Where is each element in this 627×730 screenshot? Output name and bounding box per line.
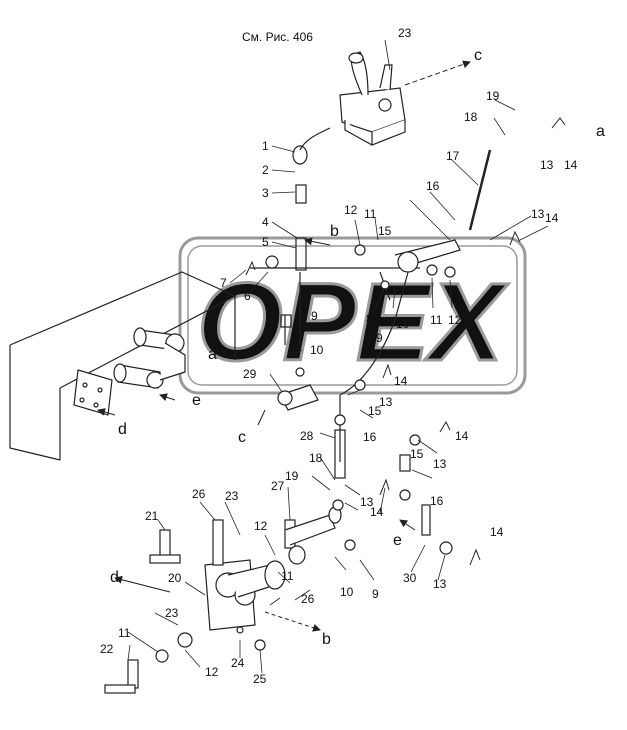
part-label: 23 [165,606,179,620]
part-label: 12 [205,665,219,679]
linkage-rods [280,127,492,479]
part-label: 10 [310,343,324,357]
connection-label: e [393,532,402,549]
part-label: 13 [379,395,393,409]
part-label: 1 [262,139,269,153]
leader-lines [127,39,549,674]
part-label: 14 [455,429,469,443]
part-label: 13 [433,457,447,471]
part-label: 25 [253,672,267,686]
part-label: 14 [545,211,559,225]
part-label: 17 [446,149,460,163]
part-label: 11 [430,313,443,327]
connection-label: e [192,392,201,409]
part-label: 12 [448,313,462,327]
part-label: 6 [244,289,251,303]
part-label: 13 [531,207,545,221]
part-label: 27 [271,479,285,493]
connection-labels: a a b b c c d d e e [110,47,605,648]
part-label: 15 [410,447,424,461]
part-label: 13 [360,495,374,509]
part-label: 18 [464,110,478,124]
part-number-labels: 1234567899910101011111111121212121313131… [100,26,578,686]
part-label: 21 [145,509,159,523]
part-label: 16 [430,494,444,508]
part-label: 10 [340,585,354,599]
part-label: 28 [300,429,314,443]
watermark-text: OPEX [197,261,508,384]
cotter-pins [245,117,566,566]
part-label: 18 [309,451,323,465]
part-label: 23 [398,26,412,40]
part-label: 14 [490,525,504,539]
connection-label: c [238,429,246,446]
part-label: 30 [403,571,417,585]
part-label: 14 [394,374,408,388]
connection-label: d [110,569,119,586]
connection-label: a [596,123,605,140]
cross-shaft [250,239,461,301]
part-label: 4 [262,215,269,229]
part-label: 15 [368,404,382,418]
part-label: 22 [100,642,114,656]
part-label: 11 [364,207,377,221]
connection-label: d [118,421,127,438]
part-label: 14 [370,505,384,519]
part-label: 16 [426,179,440,193]
control-lever [339,51,406,146]
part-label: 26 [192,487,206,501]
part-label: 26 [301,592,315,606]
part-label: 29 [243,367,257,381]
part-label: 24 [231,656,245,670]
connection-label: a [208,346,217,363]
part-label: 16 [363,430,377,444]
part-label: 2 [262,163,269,177]
part-label: 14 [564,158,578,172]
part-label: 8 [366,312,373,326]
part-label: 10 [396,317,410,331]
part-label: 11 [281,569,294,583]
part-label: 3 [262,186,269,200]
part-label: 9 [376,331,383,345]
part-label: 13 [433,577,447,591]
part-label: 9 [311,309,318,323]
part-label: 19 [486,89,500,103]
part-label: 11 [118,626,131,640]
part-label: 7 [220,276,227,290]
part-label: 9 [372,587,379,601]
connection-label: c [474,47,482,64]
reference-note: См. Рис. 406 [242,30,313,44]
main-shaft [73,327,319,416]
part-label: 13 [540,158,554,172]
connection-label: b [322,631,331,648]
part-label: 12 [254,519,268,533]
part-label: 23 [225,489,239,503]
lower-bracket-assembly [104,379,453,694]
watermark: OPEX [178,236,527,395]
part-label: 12 [344,203,358,217]
part-label: 5 [262,235,269,249]
connection-label: b [330,223,339,240]
part-label: 20 [168,571,182,585]
part-label: 15 [378,224,392,238]
part-label: 19 [285,469,299,483]
direction-arrows [97,60,471,632]
